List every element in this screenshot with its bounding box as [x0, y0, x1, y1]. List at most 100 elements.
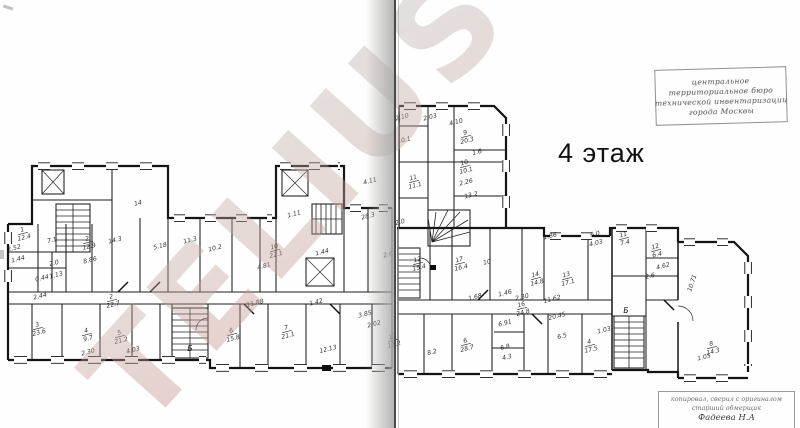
- svg-text:17.5: 17.5: [584, 345, 599, 355]
- signature-stamp: копировал, сверил с оригиналом старший о…: [658, 391, 795, 428]
- winder-staircase-icon: [427, 209, 471, 247]
- room-label: 2.03: [423, 112, 438, 122]
- svg-text:0.44: 0.44: [35, 273, 50, 283]
- room-label: 212.9: [82, 235, 97, 252]
- bti-stamp: центральное территориальное бюро техниче…: [654, 66, 788, 126]
- svg-text:1.44: 1.44: [11, 254, 26, 264]
- room-label: 11.88: [246, 298, 265, 309]
- svg-text:20.3: 20.3: [460, 136, 475, 146]
- svg-text:12: 12: [413, 256, 422, 265]
- room-label: 4.62: [656, 261, 671, 271]
- svg-text:6.8: 6.8: [499, 343, 510, 352]
- svg-text:1.44: 1.44: [315, 247, 330, 257]
- svg-text:28.7: 28.7: [460, 344, 475, 354]
- svg-text:9.7: 9.7: [83, 334, 94, 343]
- room-label: 11.62: [543, 294, 562, 305]
- svg-text:15.8: 15.8: [226, 334, 241, 344]
- svg-text:1.13: 1.13: [49, 270, 64, 280]
- svg-text:10.1: 10.1: [397, 135, 412, 145]
- svg-text:24.8: 24.8: [516, 308, 531, 318]
- page-fold-shadow: [366, 0, 394, 428]
- room-label: 8.86: [83, 255, 98, 265]
- room-label: 2.26: [459, 177, 474, 187]
- svg-text:11.62: 11.62: [543, 294, 562, 305]
- svg-text:8.2: 8.2: [426, 348, 437, 357]
- elevator-shaft-icon: [305, 257, 335, 287]
- room-label: 2.52: [7, 243, 22, 253]
- signature-stamp-line: копировал, сверил с оригиналом: [670, 395, 783, 403]
- room-label: 117.4: [619, 231, 631, 248]
- svg-text:2.0: 2.0: [48, 259, 59, 268]
- svg-text:14.8: 14.8: [530, 278, 545, 288]
- svg-text:21.2: 21.2: [114, 336, 129, 346]
- svg-text:3.85: 3.85: [358, 309, 373, 319]
- room-label: 7.1: [46, 236, 57, 245]
- svg-text:12.9: 12.9: [82, 242, 97, 252]
- svg-text:1.11: 1.11: [287, 209, 302, 219]
- left-wing-walls: [6, 164, 393, 370]
- stair-letters: ББ: [187, 306, 628, 353]
- room-label: 721.1: [281, 324, 296, 341]
- bti-stamp-line: города Москвы: [688, 105, 755, 117]
- room-label: 112.4: [17, 226, 32, 243]
- left-staircases: [55, 203, 343, 359]
- svg-text:14: 14: [531, 271, 540, 280]
- svg-text:10.1: 10.1: [459, 166, 474, 176]
- room-label: 1.13: [49, 270, 64, 280]
- room-label: 6.0: [589, 230, 600, 239]
- room-label: 6.5: [556, 332, 567, 341]
- svg-text:12.4: 12.4: [17, 233, 32, 243]
- svg-text:13.2: 13.2: [464, 190, 479, 200]
- room-label: 2.0: [48, 259, 59, 268]
- room-label: 4.03: [126, 345, 141, 355]
- svg-text:4.03: 4.03: [126, 345, 141, 355]
- svg-text:6.4: 6.4: [652, 250, 663, 259]
- room-label: 8.2: [426, 348, 437, 357]
- room-label: 1.68: [468, 292, 483, 302]
- watermark-text: TELIUS: [54, 0, 539, 428]
- svg-text:6.91: 6.91: [498, 318, 513, 328]
- svg-text:17.1: 17.1: [561, 278, 576, 288]
- svg-text:7: 7: [284, 324, 290, 332]
- svg-text:9: 9: [463, 129, 469, 137]
- svg-text:1.46: 1.46: [498, 288, 513, 298]
- svg-text:17: 17: [455, 256, 464, 265]
- svg-text:20.45: 20.45: [548, 311, 567, 322]
- svg-text:6.5: 6.5: [556, 332, 567, 341]
- svg-text:2.30: 2.30: [515, 292, 530, 302]
- room-label: 222.7: [106, 293, 121, 310]
- svg-text:16.4: 16.4: [454, 263, 469, 273]
- svg-text:10: 10: [460, 159, 469, 168]
- room-label: 3.85: [358, 309, 373, 319]
- room-label: 2.30: [81, 347, 96, 357]
- room-label: 5.18: [153, 241, 168, 251]
- svg-text:3: 3: [35, 321, 41, 329]
- svg-text:5.18: 5.18: [153, 241, 168, 251]
- svg-text:8.86: 8.86: [83, 255, 98, 265]
- svg-text:1.05: 1.05: [697, 352, 712, 362]
- svg-text:2.10: 2.10: [395, 112, 410, 122]
- room-label: 1.44: [315, 247, 330, 257]
- svg-text:8: 8: [709, 340, 715, 348]
- svg-text:1.68: 1.68: [468, 292, 483, 302]
- svg-text:11: 11: [409, 174, 418, 183]
- svg-text:14: 14: [133, 199, 142, 208]
- room-label: 4.81: [257, 261, 272, 271]
- svg-text:2: 2: [85, 235, 91, 243]
- svg-text:4.3: 4.3: [501, 353, 512, 362]
- svg-text:2.30: 2.30: [81, 347, 96, 357]
- svg-text:2.6: 2.6: [644, 272, 655, 281]
- svg-text:11.3: 11.3: [183, 235, 198, 245]
- svg-text:21.1: 21.1: [281, 331, 296, 341]
- svg-text:2.0: 2.0: [394, 218, 405, 227]
- door-marks: [117, 257, 694, 331]
- room-label: 2.44: [33, 291, 48, 301]
- room-label: 1.05: [697, 352, 712, 362]
- room-label: 1.11: [287, 209, 302, 219]
